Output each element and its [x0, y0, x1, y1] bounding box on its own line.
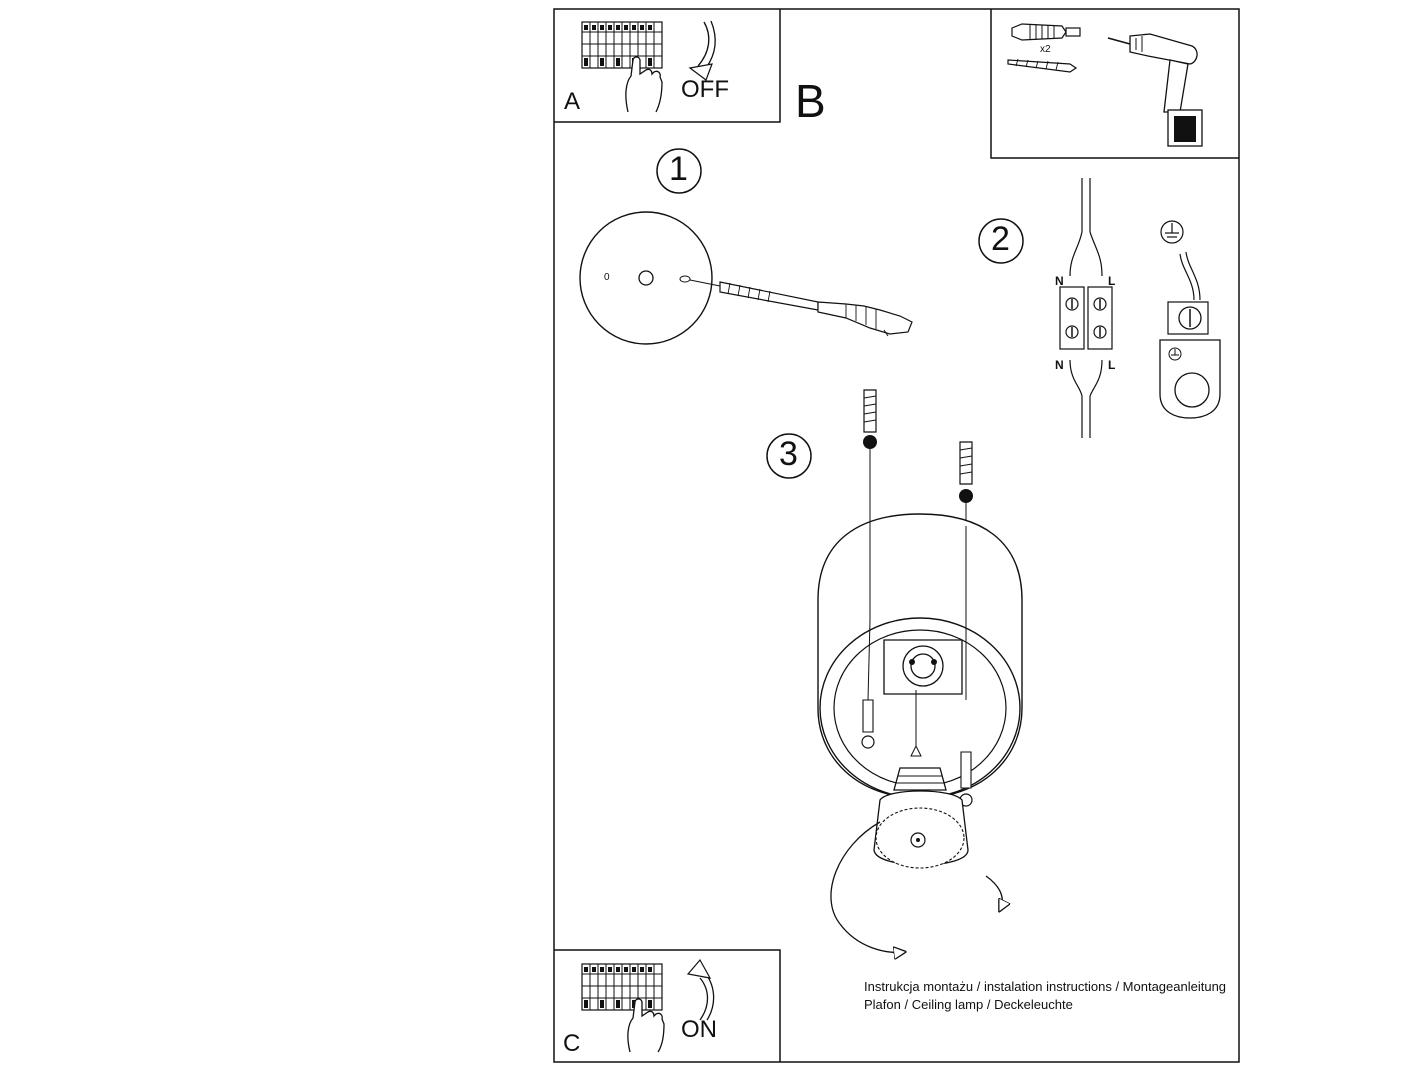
live-label-top: L [1108, 274, 1116, 288]
step-1-number: 1 [669, 150, 688, 188]
bulb-wire [910, 690, 922, 757]
drill-icon [1107, 33, 1203, 147]
inner-screw-left [861, 619, 875, 749]
step-3-circle [766, 433, 812, 479]
neutral-label-bottom: N [1055, 358, 1064, 372]
breaker-panel-icon [581, 21, 663, 69]
plug-quantity: x2 [1040, 44, 1051, 55]
switch-off-arrow-icon [688, 20, 716, 81]
neutral-label-top: N [1055, 274, 1064, 288]
panel-a-state: OFF [681, 76, 729, 103]
panel-c-letter: C [563, 1030, 581, 1057]
caption-line-2: Plafon / Ceiling lamp / Deckeleuchte [864, 997, 1073, 1012]
breaker-panel-icon [581, 963, 663, 1011]
panel-c-state: ON [681, 1016, 717, 1043]
lamp-socket [883, 639, 963, 695]
hand-icon [625, 56, 663, 113]
hand-icon [627, 998, 665, 1053]
panel-a [554, 9, 781, 123]
step-1-circle [656, 148, 702, 194]
panel-a-letter: A [564, 88, 581, 115]
switch-on-arrow-icon [686, 958, 715, 1021]
wall-plug-icon [1011, 23, 1081, 41]
live-label-bottom: L [1108, 358, 1116, 372]
panel-c [554, 949, 781, 1062]
panel-b-letter: B [795, 75, 826, 127]
caption-line-1: Instrukcja montażu / instalation instruc… [864, 979, 1227, 994]
step-2-number: 2 [991, 220, 1010, 258]
ceiling-screw-right [959, 441, 973, 526]
page-border [553, 8, 1240, 1063]
ground-terminal [1159, 220, 1221, 419]
wall-plug [817, 301, 913, 337]
terminal-block [1059, 178, 1113, 438]
step-3-number: 3 [779, 435, 798, 473]
mounting-plate [579, 211, 713, 345]
plate-mark: 0 [604, 272, 610, 283]
tools-panel [990, 9, 1239, 159]
ceiling-screw-left [863, 389, 877, 520]
step-2-circle [978, 218, 1024, 264]
screw-icon [1007, 58, 1078, 73]
rotate-arrow-icon [830, 821, 1002, 952]
light-bulb [873, 767, 969, 869]
inner-screw-right [959, 751, 973, 807]
